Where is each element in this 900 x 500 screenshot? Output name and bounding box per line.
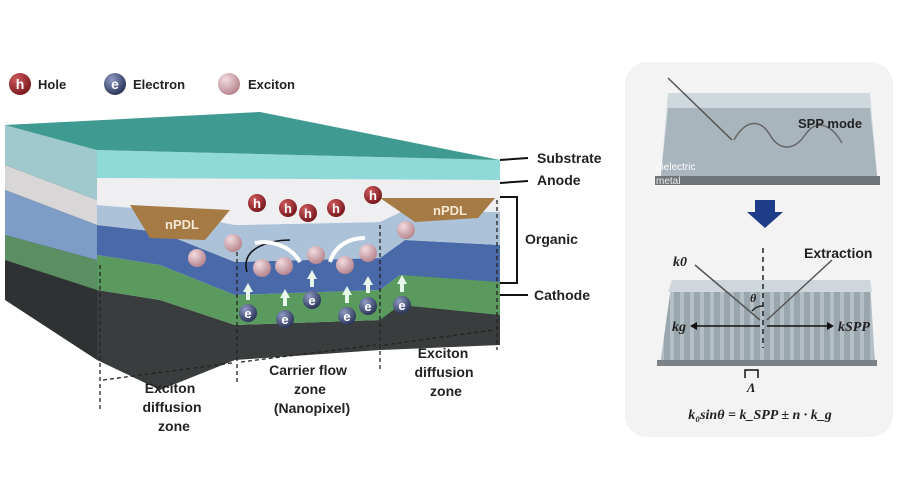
kspp-label: kSPP xyxy=(838,320,870,335)
electron-icon xyxy=(303,291,321,309)
excitons xyxy=(188,221,415,277)
zone-right-line1: Exciton xyxy=(418,345,469,361)
legend-electron-label: Electron xyxy=(133,77,185,92)
electron-icon xyxy=(239,304,257,322)
hole-icon xyxy=(279,199,297,217)
legend-hole-label: Hole xyxy=(38,77,66,92)
electron-symbol: e xyxy=(398,298,405,313)
holes: h h h h h xyxy=(248,186,382,222)
legend: h Hole e Electron Exciton xyxy=(9,73,295,95)
zone-left-line3: zone xyxy=(158,418,190,434)
grating-period-label: Λ xyxy=(746,380,756,395)
incident-ray xyxy=(667,77,733,141)
grating-surface xyxy=(660,280,875,365)
flow-arrow-left xyxy=(254,240,302,264)
legend-exciton-label: Exciton xyxy=(248,77,295,92)
electron-symbol: e xyxy=(244,306,251,321)
hole-icon xyxy=(327,199,345,217)
electron-symbol: e xyxy=(308,293,315,308)
metal-label: metal xyxy=(656,176,680,187)
zone-left-line1: Exciton xyxy=(145,380,196,396)
hole-icon xyxy=(248,194,266,212)
metal-layer xyxy=(655,176,880,185)
hole-icon xyxy=(9,73,31,95)
zone-center-line2: zone xyxy=(294,381,326,397)
zone-center-line1: Carrier flow xyxy=(269,362,347,378)
organic-label: Organic xyxy=(525,231,578,247)
organic-blue-layer xyxy=(97,225,500,295)
electron-symbol: e xyxy=(343,309,350,324)
electron-icon xyxy=(359,297,377,315)
substrate-label: Substrate xyxy=(537,150,602,166)
k0-ray xyxy=(694,264,761,321)
extraction-label: Extraction xyxy=(804,245,872,261)
zone-labels: Exciton diffusion zone Carrier flow zone… xyxy=(142,345,473,434)
hole-icon xyxy=(364,186,382,204)
cathode-layer xyxy=(97,290,500,390)
hole-symbol: h xyxy=(369,188,377,203)
layer-labels xyxy=(499,157,529,296)
zone-right-line2: diffusion xyxy=(414,364,473,380)
zone-center-line3: (Nanopixel) xyxy=(274,400,350,416)
anode-label: Anode xyxy=(537,172,581,188)
zone-left-line2: diffusion xyxy=(142,399,201,415)
hole-symbol: h xyxy=(284,201,292,216)
legend-exciton: Exciton xyxy=(218,73,295,95)
down-arrow-icon xyxy=(747,200,783,228)
electron-icon xyxy=(338,307,356,325)
extraction-ray xyxy=(766,259,833,321)
k0-label: k0 xyxy=(673,255,687,270)
hole-symbol: h xyxy=(332,201,340,216)
electron-symbol: e xyxy=(281,312,288,327)
npdl-right-label: nPDL xyxy=(433,203,467,218)
npdl-right xyxy=(380,198,495,222)
kg-label: kg xyxy=(672,320,686,335)
exciton-icon xyxy=(218,73,240,95)
spp-panel: dielectric metal SPP mode k0 Extraction … xyxy=(625,62,893,437)
zone-right-line3: zone xyxy=(430,383,462,399)
substrate-top xyxy=(5,112,500,160)
electron-up-arrows xyxy=(243,270,407,306)
organic-green-layer xyxy=(97,255,500,325)
electron-icon xyxy=(276,310,294,328)
hole-symbol: h xyxy=(304,206,312,221)
hole-icon xyxy=(299,204,317,222)
theta-label: θ xyxy=(750,291,757,305)
dielectric-layer xyxy=(660,108,878,185)
legend-hole: h Hole xyxy=(9,73,66,95)
electron-icon xyxy=(104,73,126,95)
electron-symbol: e xyxy=(111,76,119,92)
legend-electron: e Electron xyxy=(104,73,185,95)
npdl-left-label: nPDL xyxy=(165,217,199,232)
electron-symbol: e xyxy=(364,299,371,314)
hole-symbol: h xyxy=(253,196,261,211)
electron-icon xyxy=(393,296,411,314)
flow-arrow-right xyxy=(328,236,366,263)
cathode-label: Cathode xyxy=(534,287,590,303)
zone-boundaries xyxy=(99,200,498,410)
dielectric-label: dielectric xyxy=(656,162,695,173)
spp-wave xyxy=(733,122,843,148)
device-stack: nPDL nPDL h h h h h xyxy=(5,112,500,410)
spp-mode-label: SPP mode xyxy=(798,116,862,131)
grating-equation: k₀sinθ = k_SPP ± n · k_g xyxy=(688,408,832,423)
npdl-left xyxy=(130,205,230,240)
hole-symbol: h xyxy=(16,76,25,92)
electrons: e e e e e e xyxy=(239,291,411,328)
